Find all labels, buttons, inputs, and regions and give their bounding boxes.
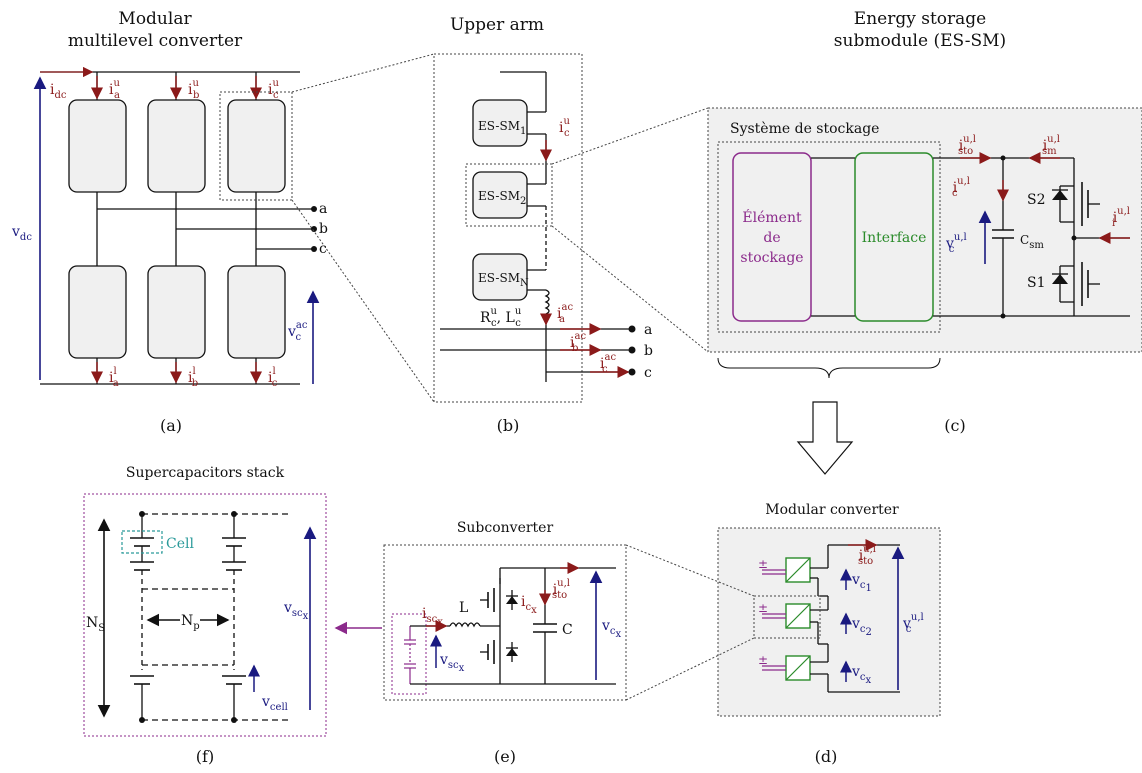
v-scx-e: vscx: [439, 652, 465, 674]
panel-c-title-1: Energy storage: [854, 9, 986, 29]
panel-b-title: Upper arm: [450, 15, 544, 35]
caption-c: (c): [944, 416, 965, 435]
phase-a-b: a: [644, 322, 652, 338]
es-sm-2: [472, 171, 528, 219]
storage-element: [732, 152, 812, 322]
es-sm-2-label: ES-SM2: [478, 189, 526, 207]
cell-label: Cell: [166, 536, 194, 552]
panel-d-title: Modular converter: [765, 502, 899, 518]
i-dc-label: idc: [50, 82, 67, 101]
lower-arm-b: [147, 265, 206, 359]
panel-c-title-2: submodule (ES-SM): [834, 31, 1006, 51]
v-scx-f: vscx: [283, 600, 309, 622]
phase-c-label: c: [319, 241, 327, 257]
panel-a: Modular multilevel converter idc vdc: [11, 9, 328, 435]
caption-d: (d): [815, 747, 838, 766]
v-dc-label: vdc: [11, 224, 32, 243]
panel-f: Supercapacitors stack Cell: [83, 465, 327, 766]
i-cx-e: icx: [521, 594, 537, 616]
es-sm-n-label: ES-SMN: [478, 271, 529, 289]
phase-a-label: a: [319, 201, 327, 217]
phase-c-b: c: [644, 365, 652, 381]
s2-label: S2: [1027, 192, 1046, 208]
v-cx-d: vcx: [851, 664, 872, 686]
es-sm-1: [472, 99, 528, 147]
interface-block: [854, 152, 934, 322]
ns-label: NS: [86, 615, 105, 634]
panel-e: Subconverter iscx L vscx: [383, 520, 627, 766]
es-sm-1-label: ES-SM1: [478, 119, 526, 137]
svg-text:±: ±: [758, 601, 768, 615]
panel-e-title: Subconverter: [457, 520, 554, 536]
caption-a: (a): [160, 416, 182, 435]
panel-a-title-1: Modular: [118, 9, 192, 29]
v-c2: vc2: [851, 616, 872, 638]
svg-text:±: ±: [758, 557, 768, 571]
s1-label: S1: [1027, 275, 1046, 291]
upper-arm-b: [147, 99, 206, 193]
np-label: Np: [181, 613, 200, 632]
upper-arm-c: [227, 99, 286, 193]
upper-arm-a: [68, 99, 127, 193]
svg-text:±: ±: [758, 653, 768, 667]
panel-f-title: Supercapacitors stack: [126, 465, 285, 481]
lower-arm-c: [227, 265, 286, 359]
panel-c: Energy storage submodule (ES-SM) Système…: [707, 9, 1142, 435]
down-arrow: [796, 401, 854, 475]
caption-e: (e): [494, 747, 516, 766]
phase-b-b: b: [644, 343, 653, 359]
i-scx-e: iscx: [422, 606, 443, 628]
v-cx-e: vcx: [601, 618, 622, 640]
phase-b-label: b: [319, 221, 328, 237]
caption-f: (f): [196, 747, 214, 766]
svg-text:de: de: [763, 230, 780, 246]
panel-a-title-2: multilevel converter: [68, 31, 243, 51]
caption-b: (b): [497, 416, 520, 435]
inductor-label: L: [459, 600, 468, 616]
svg-text:Interface: Interface: [862, 230, 927, 246]
c-sm-label: Csm: [1020, 233, 1044, 251]
v-cell-f: vcell: [261, 694, 288, 713]
v-c1: vc1: [851, 572, 872, 594]
svg-text:stockage: stockage: [740, 250, 803, 266]
capacitor-label: C: [562, 622, 573, 638]
es-sm-n: [472, 253, 528, 301]
system-label: Système de stockage: [730, 121, 879, 137]
svg-text:Élément: Élément: [742, 208, 802, 226]
lower-arm-a: [68, 265, 127, 359]
